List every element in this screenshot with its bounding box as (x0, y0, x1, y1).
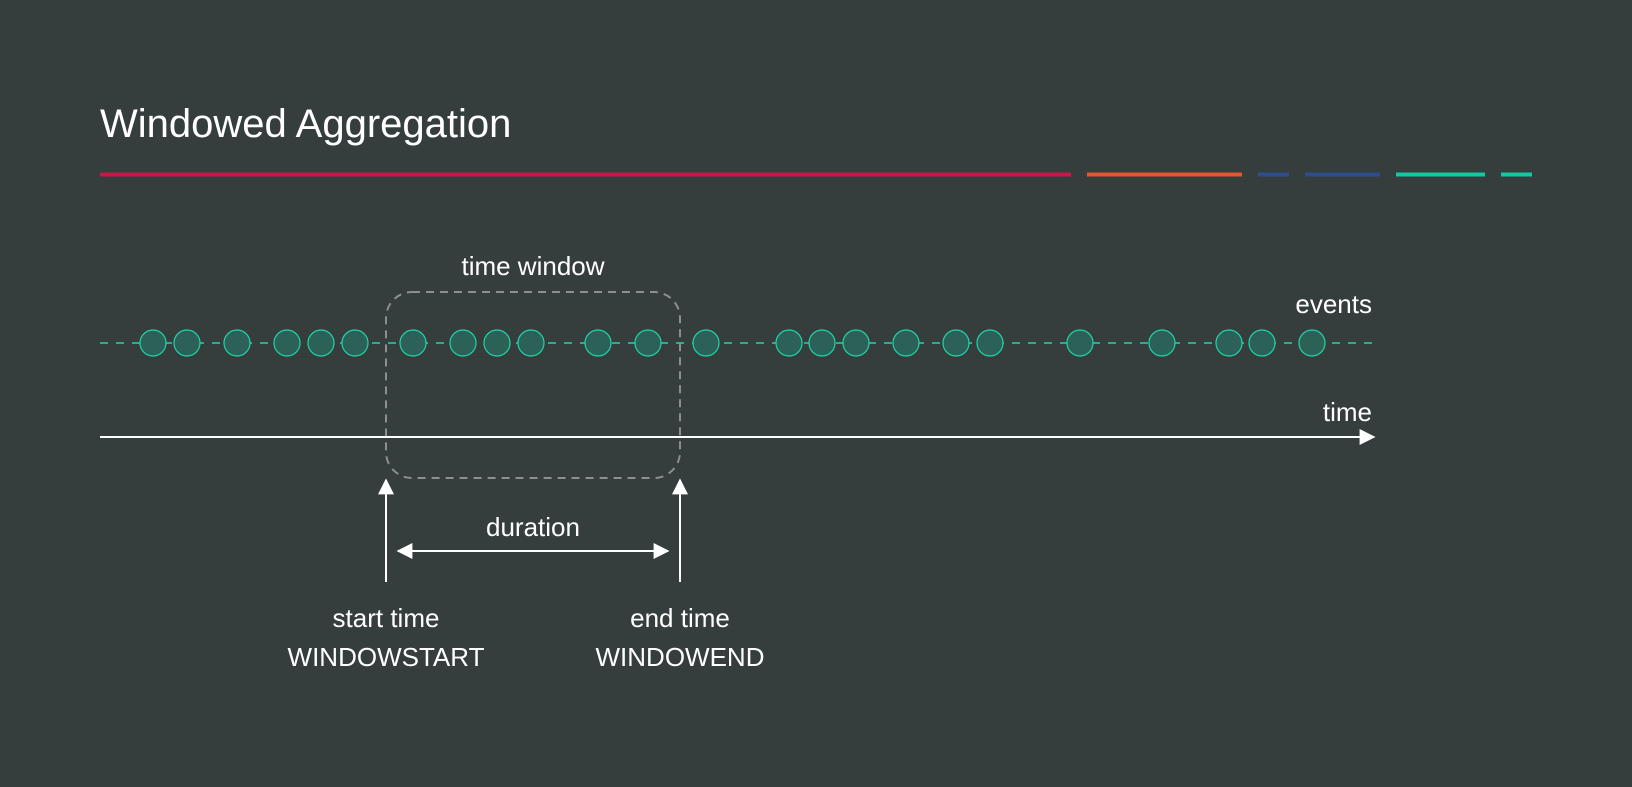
event-circle (634, 329, 662, 357)
event-circle (341, 329, 369, 357)
events-label: events (1295, 289, 1372, 319)
event-circle (399, 329, 427, 357)
event-circle (1066, 329, 1094, 357)
event-circle (584, 329, 612, 357)
start-time-label: start time (333, 603, 440, 633)
window-end-label: WINDOWEND (596, 642, 765, 672)
event-circle (517, 329, 545, 357)
event-circle (892, 329, 920, 357)
event-circle (223, 329, 251, 357)
event-circle (692, 329, 720, 357)
duration-label: duration (486, 512, 580, 542)
end-time-label: end time (630, 603, 730, 633)
event-circle (1248, 329, 1276, 357)
event-circle (449, 329, 477, 357)
event-circle (139, 329, 167, 357)
page-title: Windowed Aggregation (100, 102, 512, 146)
event-circle (307, 329, 335, 357)
event-circle (1215, 329, 1243, 357)
event-circle (976, 329, 1004, 357)
event-circle (1298, 329, 1326, 357)
event-circle (273, 329, 301, 357)
event-circle (1148, 329, 1176, 357)
time-label: time (1323, 397, 1372, 427)
event-circle (173, 329, 201, 357)
event-circle (842, 329, 870, 357)
events-group (139, 329, 1326, 357)
event-circle (808, 329, 836, 357)
time-window-box (385, 291, 681, 479)
event-circle (775, 329, 803, 357)
event-circle (483, 329, 511, 357)
event-circle (942, 329, 970, 357)
time-window-label: time window (461, 251, 604, 281)
window-start-label: WINDOWSTART (288, 642, 485, 672)
